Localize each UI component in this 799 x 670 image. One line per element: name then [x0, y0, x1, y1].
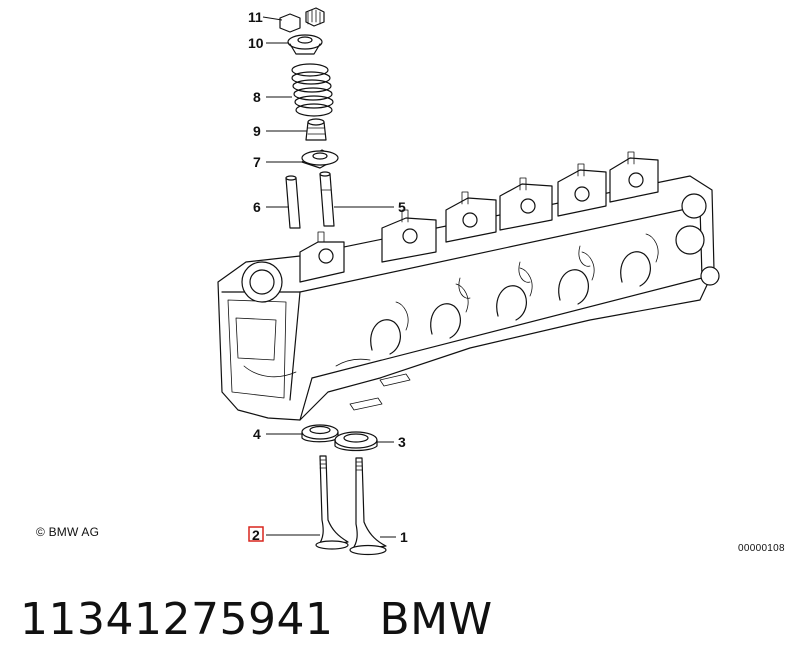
part-9-stem-seal: [305, 118, 327, 141]
cam-towers: [299, 151, 659, 283]
part-11-valve-keepers: [279, 7, 325, 33]
callout-2: 2: [252, 527, 260, 543]
callout-11: 11: [248, 9, 263, 25]
part-10-spring-retainer: [287, 34, 323, 55]
part-4-valve-seat-ring: [301, 424, 339, 443]
callout-7: 7: [253, 154, 261, 170]
parts-diagram: 11 10 8 9 7 6 5 4 3 2 1: [217, 7, 720, 556]
part-3-valve-seat-ring: [334, 431, 378, 452]
callout-leaders: [262, 16, 396, 538]
copyright-notice: © BMW AG: [36, 525, 100, 539]
footer-caption: 11341275941 BMW: [20, 584, 493, 654]
callout-10: 10: [248, 35, 264, 51]
part-number: 11341275941: [20, 593, 334, 645]
part-2-intake-valve: [315, 455, 349, 550]
callout-9: 9: [253, 123, 261, 139]
callout-1: 1: [400, 529, 408, 545]
cylinder-head: [217, 151, 720, 421]
callout-8: 8: [253, 89, 261, 105]
callout-5: 5: [398, 199, 406, 215]
port-openings: [370, 233, 659, 355]
callout-labels: 11 10 8 9 7 6 5 4 3 2 1: [248, 9, 408, 545]
callout-3: 3: [398, 434, 406, 450]
drawing-number: 00000108: [738, 543, 785, 554]
callout-2-highlight-box: [248, 526, 264, 542]
callout-6: 6: [253, 199, 261, 215]
part-5-valve-guide: [319, 171, 335, 227]
callout-4: 4: [253, 426, 261, 442]
part-1-exhaust-valve: [349, 457, 387, 556]
part-6-valve-guide: [285, 175, 301, 229]
brand-name: BMW: [379, 593, 493, 645]
part-7-spring-seat: [301, 149, 339, 169]
part-8-valve-spring: [291, 63, 334, 117]
